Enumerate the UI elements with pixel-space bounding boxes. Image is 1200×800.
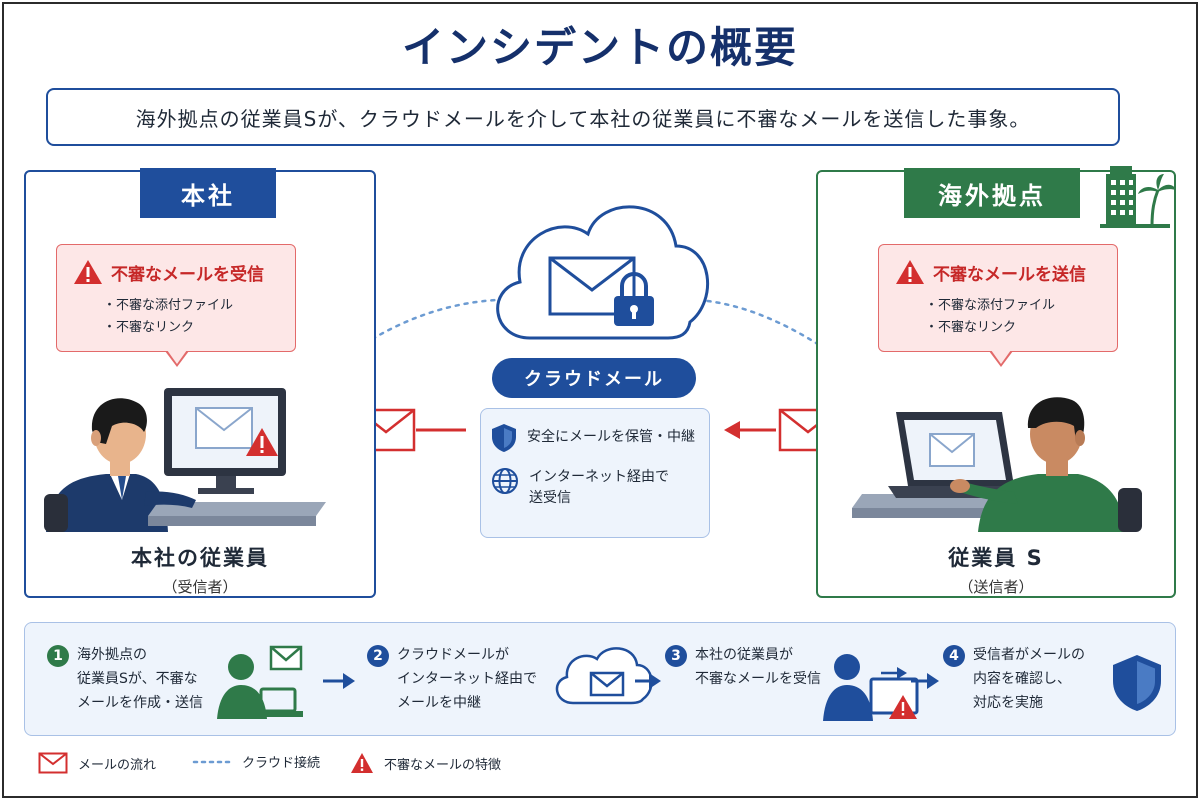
legend-suspicious-features: 不審なメールの特徴 bbox=[350, 752, 501, 774]
step-number: 3 bbox=[665, 645, 687, 667]
envelope-icon bbox=[38, 752, 68, 774]
cloud-icon bbox=[496, 205, 710, 340]
bubble-tail bbox=[165, 350, 189, 367]
step1-sender-icon bbox=[217, 645, 303, 719]
cloud-info-row: 安全にメールを保管・中継 bbox=[491, 423, 699, 453]
page-title: インシデントの概要 bbox=[401, 23, 798, 72]
bubble-title: 不審なメールを送信 bbox=[933, 264, 1086, 285]
lock-icon bbox=[614, 272, 654, 326]
bubble-item: 不審なリンク bbox=[116, 317, 279, 339]
legend-cloud-connection: クラウド接続 bbox=[192, 752, 320, 771]
step3-receiver-icon bbox=[823, 654, 919, 721]
person-role: （送信者） bbox=[958, 578, 1034, 596]
warning-icon bbox=[896, 260, 924, 284]
hq-employee-illustration bbox=[44, 388, 326, 532]
step2-cloud-icon bbox=[555, 647, 653, 705]
step-3: 3 本社の従業員が 不審なメールを受信 bbox=[665, 643, 821, 691]
bubble-item: 不審な添付ファイル bbox=[116, 295, 279, 317]
headquarters-panel: 本社 不審なメールを受信 不審な添付ファイル 不審なリンク bbox=[24, 168, 376, 598]
legend-label: 不審なメールの特徴 bbox=[384, 757, 502, 773]
step-arrow-icon bbox=[911, 673, 939, 689]
bubble-item: 不審なリンク bbox=[938, 317, 1101, 339]
step-text-line: 不審なメールを受信 bbox=[695, 671, 821, 687]
person-role: （受信者） bbox=[162, 578, 238, 596]
step-text-line: 本社の従業員が bbox=[695, 647, 793, 663]
bubble-title: 不審なメールを受信 bbox=[111, 264, 264, 285]
warning-icon bbox=[351, 753, 373, 773]
step-4: 4 受信者がメールの 内容を確認し、 対応を実施 bbox=[943, 643, 1085, 715]
received-warning-bubble: 不審なメールを受信 不審な添付ファイル 不審なリンク bbox=[56, 244, 296, 367]
step-number: 4 bbox=[943, 645, 965, 667]
globe-icon bbox=[492, 468, 518, 494]
step-text-line: 受信者がメールの bbox=[973, 647, 1085, 663]
headquarters-tag: 本社 bbox=[140, 168, 276, 218]
step-text-line: 海外拠点の bbox=[77, 647, 147, 663]
cloud-mail-label: クラウドメール bbox=[492, 358, 696, 398]
step-text-line: 対応を実施 bbox=[973, 695, 1043, 711]
person-name: 本社の従業員 bbox=[131, 546, 269, 570]
legend-mail-flow: メールの流れ bbox=[38, 752, 156, 774]
step4-shield-icon bbox=[1113, 655, 1161, 711]
step-text-line: メールを作成・送信 bbox=[77, 695, 203, 711]
legend-label: メールの流れ bbox=[78, 757, 157, 773]
overseas-tag: 海外拠点 bbox=[904, 168, 1080, 218]
cloud-info-box: 安全にメールを保管・中継 インターネット経由で 送受信 bbox=[480, 408, 710, 538]
step-text-line: 内容を確認し、 bbox=[973, 671, 1071, 687]
building-palm-icon bbox=[1100, 166, 1176, 228]
cloud-info-text: 送受信 bbox=[529, 490, 571, 506]
shield-icon bbox=[492, 424, 516, 452]
overseas-employee-illustration bbox=[852, 397, 1142, 532]
overseas-employee-label: 従業員 S （送信者） bbox=[818, 542, 1174, 597]
dotted-line-icon bbox=[192, 760, 232, 763]
person-name: 従業員 S bbox=[948, 546, 1044, 570]
step-number: 2 bbox=[367, 645, 389, 667]
step-arrow-icon bbox=[635, 673, 661, 689]
step-text-line: クラウドメールが bbox=[397, 647, 509, 663]
cloud-info-text: 安全にメールを保管・中継 bbox=[527, 429, 695, 445]
step-text-line: インターネット経由で bbox=[397, 671, 537, 687]
incident-summary: 海外拠点の従業員Sが、クラウドメールを介して本社の従業員に不審なメールを送信した… bbox=[46, 88, 1120, 146]
sent-warning-bubble: 不審なメールを送信 不審な添付ファイル 不審なリンク bbox=[878, 244, 1118, 367]
step-text-line: メールを中継 bbox=[397, 695, 481, 711]
step-1: 1 海外拠点の 従業員Sが、不審な メールを作成・送信 bbox=[47, 643, 203, 715]
step-2: 2 クラウドメールが インターネット経由で メールを中継 bbox=[367, 643, 537, 715]
overseas-panel: 海外拠点 不審なメールを送信 不審な添付ファイル 不審なリンク bbox=[816, 166, 1176, 598]
warning-icon bbox=[74, 260, 102, 284]
process-steps-panel: 1 海外拠点の 従業員Sが、不審な メールを作成・送信 2 クラウドメールが イ… bbox=[24, 622, 1176, 736]
step-number: 1 bbox=[47, 645, 69, 667]
legend-label: クラウド接続 bbox=[242, 756, 321, 771]
step-text-line: 従業員Sが、不審な bbox=[77, 671, 198, 687]
bubble-item: 不審な添付ファイル bbox=[938, 295, 1101, 317]
bubble-tail bbox=[989, 350, 1013, 367]
step-graphics bbox=[217, 645, 1161, 721]
hq-employee-label: 本社の従業員 （受信者） bbox=[26, 542, 374, 597]
step-arrow-icon bbox=[323, 673, 355, 689]
cloud-info-text: インターネット経由で bbox=[529, 469, 669, 485]
cloud-info-row: インターネット経由で 送受信 bbox=[491, 467, 699, 509]
